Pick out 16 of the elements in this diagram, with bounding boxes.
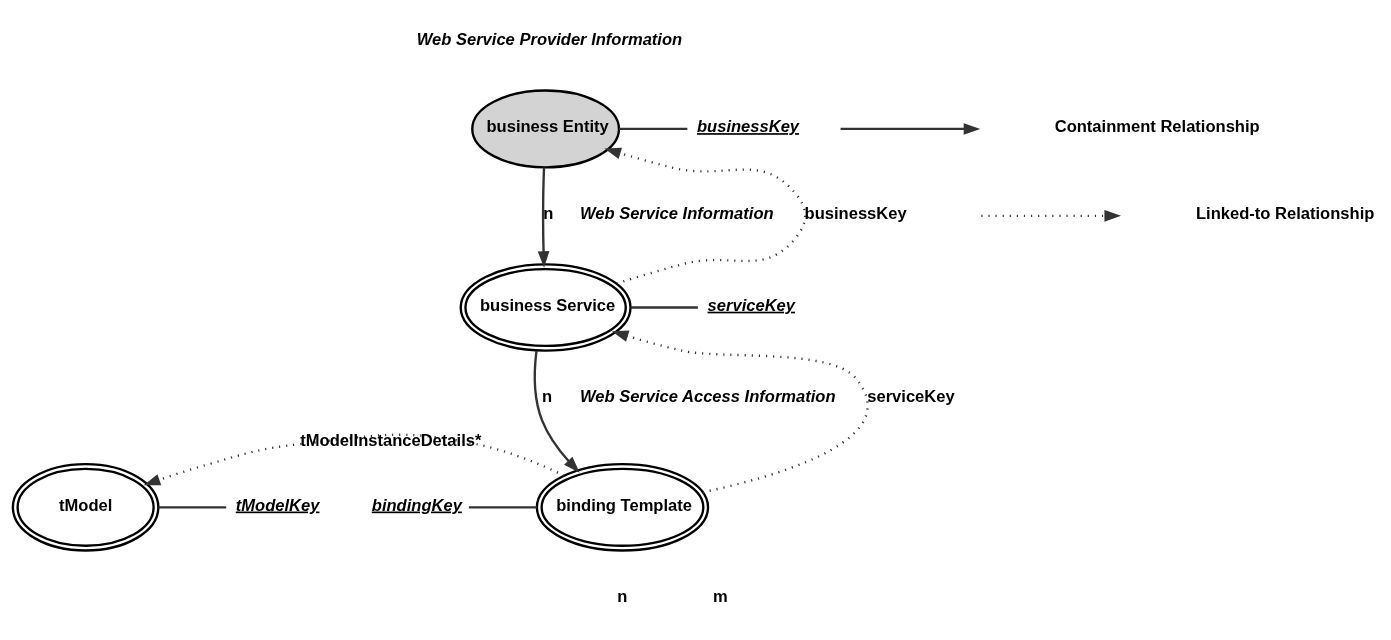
label: n xyxy=(617,586,628,606)
label: Web Service Access Information xyxy=(579,386,836,406)
node-text: tModelKey xyxy=(235,495,320,515)
edge-label: n xyxy=(543,203,554,223)
legend-label: Containment Relationship xyxy=(1054,116,1260,136)
edge-label: tModelInstanceDetails* xyxy=(300,429,482,449)
node-text: bindingKey xyxy=(371,495,462,515)
label: m xyxy=(712,586,728,606)
edge-label: n xyxy=(542,386,553,406)
edge-label: businessKey xyxy=(804,203,907,223)
label: Web Service Provider Information xyxy=(416,29,683,49)
node-text: businessKey xyxy=(696,116,800,136)
edge-label: serviceKey xyxy=(867,386,955,406)
node-text: serviceKey xyxy=(707,295,796,315)
legend-label: Linked-to Relationship xyxy=(1196,203,1375,223)
label: Web Service Information xyxy=(579,203,774,223)
